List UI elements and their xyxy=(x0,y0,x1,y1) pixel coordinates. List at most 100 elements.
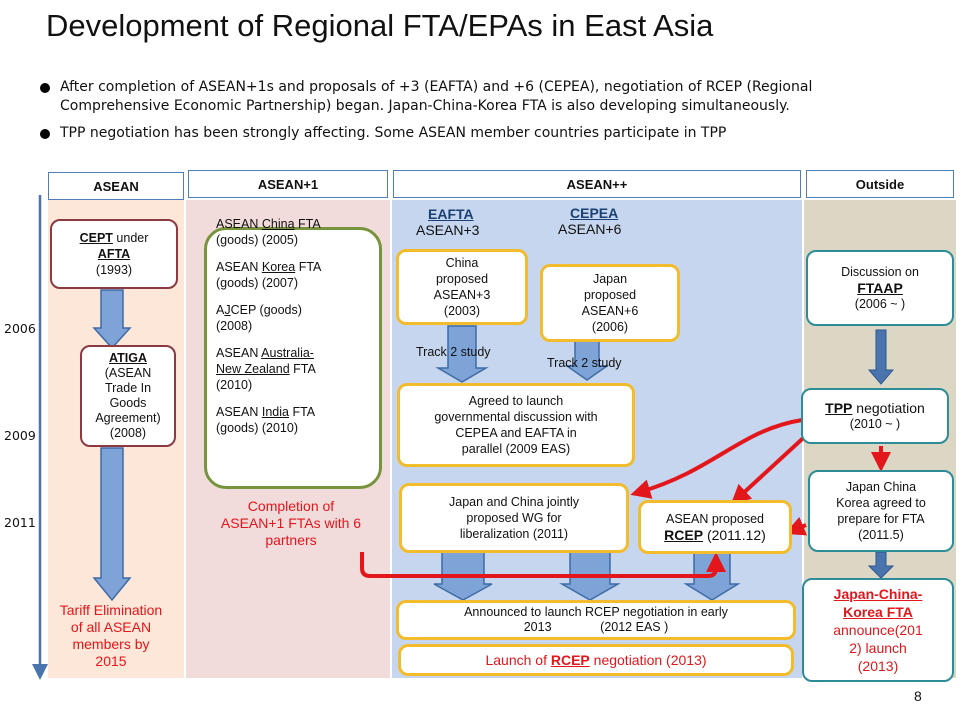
red-arrow-completion-to-rcep xyxy=(360,552,726,578)
year-2011: 2011 xyxy=(4,515,36,530)
china-proposed-line-4: (2003) xyxy=(443,304,481,318)
jck-fta-line-2: Korea FTA xyxy=(843,604,913,620)
tpp-label: TPP xyxy=(825,400,853,416)
rcep-proposed-line-1: ASEAN proposed xyxy=(666,512,764,526)
china-proposed-box: China proposed ASEAN+3 (2003) xyxy=(396,249,528,325)
jck-agreed-line-3: prepare for FTA xyxy=(837,512,925,526)
tariff-line-1: Tariff Elimination xyxy=(59,602,163,618)
launch-rcep-box: Launch of RCEP negotiation (2013) xyxy=(398,644,794,676)
japan-proposed-line-3: ASEAN+6 xyxy=(581,304,639,318)
jck-agreed-box: Japan China Korea agreed to prepare for … xyxy=(808,470,954,552)
rcep-date: (2011.12) xyxy=(703,527,766,543)
launch-text-a: Launch of xyxy=(485,652,551,668)
japan-proposed-line-4: (2006) xyxy=(591,320,629,334)
agreed-line-3: CEPEA and EAFTA in xyxy=(455,426,577,440)
bullet-1-line-1: After completion of ASEAN+1s and proposa… xyxy=(60,79,813,95)
year-2009: 2009 xyxy=(4,428,36,443)
tariff-line-2: of all ASEAN xyxy=(70,619,152,635)
atiga-box: ATIGA (ASEAN Trade In Goods Agreement) (… xyxy=(80,345,176,447)
jointly-line-1: Japan and China jointly xyxy=(449,495,579,509)
jck-fta-line-3: announce(201 xyxy=(833,622,923,638)
tpp-box: TPP negotiation (2010 ~ ) xyxy=(801,388,949,444)
cepea-sub: ASEAN+6 xyxy=(558,221,622,237)
ftaap-label: FTAAP xyxy=(857,280,903,296)
tariff-elimination-text: Tariff Elimination of all ASEAN members … xyxy=(38,602,184,670)
cepea-label: CEPEA xyxy=(570,205,619,221)
year-2006: 2006 xyxy=(4,321,36,336)
page-number: 8 xyxy=(914,688,922,704)
launch-text-b: negotiation (2013) xyxy=(589,652,707,668)
announced-box: Announced to launch RCEP negotiation in … xyxy=(396,600,796,640)
completion-line-3: partners xyxy=(265,532,317,548)
agreed-line-1: Agreed to launch xyxy=(468,394,564,408)
bullet-1-line-2: Comprehensive Economic Partnership) bega… xyxy=(60,98,790,114)
red-arrow-jck-to-rcep xyxy=(784,516,808,536)
completion-text: Completion of ASEAN+1 FTAs with 6 partne… xyxy=(196,498,386,549)
rcep-label: RCEP xyxy=(664,527,704,543)
atiga-line-3: Trade In xyxy=(104,381,152,395)
agreed-box: Agreed to launch governmental discussion… xyxy=(397,383,635,467)
jointly-proposed-box: Japan and China jointly proposed WG for … xyxy=(399,483,629,553)
atiga-line-2: (ASEAN xyxy=(104,366,152,380)
launch-rcep-label: RCEP xyxy=(550,652,590,668)
jck-fta-line-1: Japan-China- xyxy=(833,586,923,602)
arrow-track-cepea xyxy=(564,339,610,381)
atiga-label: ATIGA xyxy=(109,351,147,365)
track-2-study-eafta: Track 2 study xyxy=(416,345,491,359)
cepea-heading: CEPEA ASEAN+6 xyxy=(558,205,658,237)
bullet-dot-icon xyxy=(40,129,50,139)
japan-proposed-box: Japan proposed ASEAN+6 (2006) xyxy=(540,264,680,342)
tariff-line-4: 2015 xyxy=(95,653,127,669)
tariff-line-3: members by xyxy=(72,636,150,652)
china-proposed-line-3: ASEAN+3 xyxy=(433,288,491,302)
eafta-sub: ASEAN+3 xyxy=(416,222,480,238)
red-arrow-tpp-to-jointly xyxy=(630,418,803,499)
bullet-dot-icon xyxy=(40,83,50,93)
page-title: Development of Regional FTA/EPAs in East… xyxy=(46,8,714,43)
fta-china: ASEAN China FTA(goods) (2005) xyxy=(216,217,321,247)
jointly-line-2: proposed WG for xyxy=(466,511,562,525)
asean-plus1-list: ASEAN China FTA(goods) (2005) ASEAN Kore… xyxy=(216,216,376,447)
china-proposed-line-1: China xyxy=(445,256,479,270)
header-outside: Outside xyxy=(806,170,954,198)
bullet-2-line-1: TPP negotiation has been strongly affect… xyxy=(60,125,727,141)
completion-line-1: Completion of xyxy=(247,498,335,514)
asean-plus1-list-box xyxy=(204,227,382,489)
jointly-line-3: liberalization (2011) xyxy=(459,527,569,541)
japan-proposed-line-2: proposed xyxy=(583,288,637,302)
arrow-jck-to-fta xyxy=(867,551,895,579)
arrow-ftaap-to-tpp xyxy=(867,329,895,385)
atiga-year: (2008) xyxy=(109,426,147,440)
ftaap-box: Discussion on FTAAP (2006 ~ ) xyxy=(806,250,954,326)
fta-ajcep: AJCEP (goods)(2008) xyxy=(216,303,302,333)
fta-australia-nz: ASEAN Australia-New Zealand FTA(2010) xyxy=(216,346,316,392)
header-asean-plus1: ASEAN+1 xyxy=(188,170,388,198)
completion-line-2: ASEAN+1 FTAs with 6 xyxy=(220,515,362,531)
arrow-atiga-to-tariff xyxy=(92,447,132,602)
arrow-cept-to-atiga xyxy=(92,289,132,350)
arrow-track-eafta xyxy=(435,325,489,383)
cept-afta-box: CEPT under AFTA (1993) xyxy=(50,219,178,289)
agreed-line-2: governmental discussion with xyxy=(434,410,598,424)
tpp-year: (2010 ~ ) xyxy=(849,417,901,431)
eafta-heading: EAFTA ASEAN+3 xyxy=(416,206,526,238)
announced-line-2: 2013 (2012 EAS ) xyxy=(523,620,669,634)
ftaap-line-1: Discussion on xyxy=(841,265,919,279)
red-arrow-tpp-to-rcep xyxy=(730,428,814,505)
japan-proposed-line-1: Japan xyxy=(592,272,628,286)
rcep-proposed-box: ASEAN proposed RCEP (2011.12) xyxy=(638,500,792,554)
atiga-line-5: Agreement) xyxy=(95,411,161,425)
jck-agreed-line-2: Korea agreed to xyxy=(836,496,926,510)
afta-label: AFTA xyxy=(97,247,131,261)
eafta-label: EAFTA xyxy=(428,206,474,222)
timeline-axis xyxy=(32,195,48,680)
bullet-1: After completion of ASEAN+1s and proposa… xyxy=(40,78,940,118)
jck-fta-line-5: (2013) xyxy=(857,658,899,674)
atiga-line-4: Goods xyxy=(109,396,147,410)
ftaap-year: (2006 ~ ) xyxy=(854,297,906,311)
cept-label: CEPT xyxy=(79,231,113,245)
fta-korea: ASEAN Korea FTA(goods) (2007) xyxy=(216,260,322,290)
header-asean: ASEAN xyxy=(48,172,184,200)
jck-agreed-line-1: Japan China xyxy=(845,480,917,494)
cept-year: (1993) xyxy=(95,263,133,277)
